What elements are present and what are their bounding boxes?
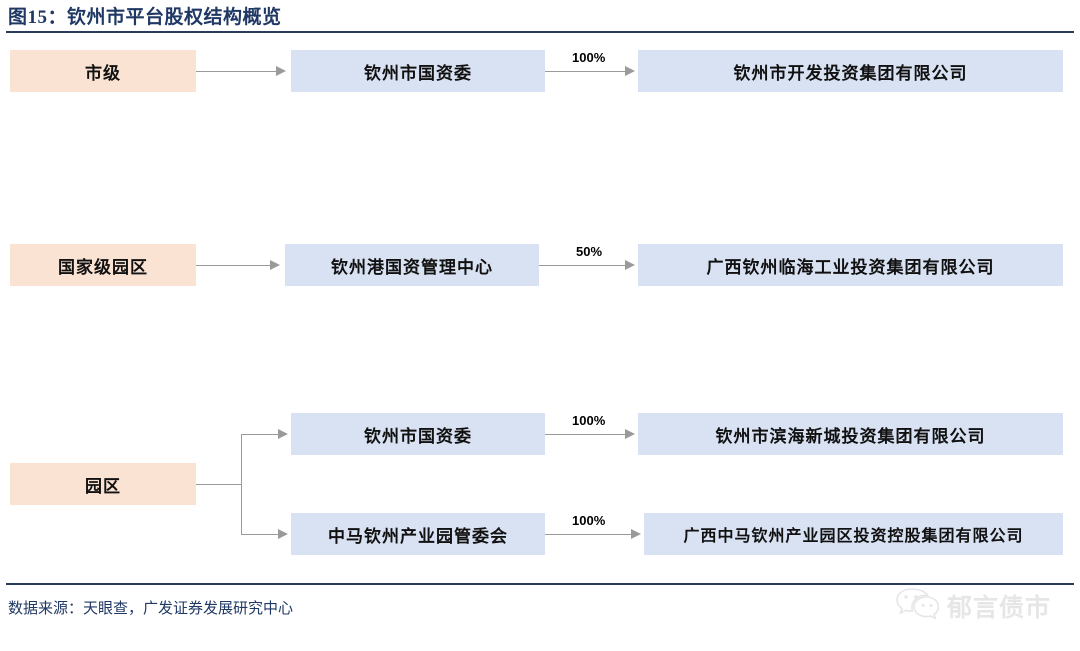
stake-label-r3-a: 100% bbox=[572, 413, 606, 428]
connector-line-r3-branch-bottom bbox=[241, 534, 278, 535]
connector-line-r3-a2 bbox=[545, 434, 625, 435]
company-box-r3-b: 广西中马钦州产业园区投资控股集团有限公司 bbox=[644, 513, 1063, 555]
connector-line-r3-spine bbox=[241, 434, 242, 535]
connector-line-r3-trunk bbox=[196, 484, 242, 485]
arrow-head-r1-a bbox=[276, 66, 286, 76]
connector-line-r3-branch-top bbox=[241, 434, 278, 435]
owner-box-r3-a: 钦州市国资委 bbox=[291, 413, 545, 455]
category-box-national-park: 国家级园区 bbox=[10, 244, 196, 286]
company-box-r1: 钦州市开发投资集团有限公司 bbox=[638, 50, 1063, 92]
connector-line-r3-b2 bbox=[545, 534, 631, 535]
page-title: 图15：钦州市平台股权结构概览 bbox=[8, 7, 282, 28]
owner-box-r3-b: 中马钦州产业园管委会 bbox=[291, 513, 545, 555]
arrow-head-r3-a bbox=[278, 429, 288, 439]
watermark-text: 郁言债市 bbox=[947, 594, 1052, 622]
arrow-head-r3-b bbox=[278, 529, 288, 539]
source-note: 数据来源：天眼查，广发证券发展研究中心 bbox=[8, 601, 294, 617]
wechat-icon bbox=[895, 586, 940, 625]
arrow-head-r3-a2 bbox=[625, 429, 635, 439]
company-box-r3-a: 钦州市滨海新城投资集团有限公司 bbox=[638, 413, 1063, 455]
category-box-municipal: 市级 bbox=[10, 50, 196, 92]
connector-line-r2-a bbox=[196, 265, 270, 266]
owner-box-r1: 钦州市国资委 bbox=[291, 50, 545, 92]
connector-line-r1-b bbox=[545, 71, 625, 72]
connector-line-r2-b bbox=[539, 265, 625, 266]
header-divider bbox=[6, 31, 1074, 33]
arrow-head-r2-b bbox=[625, 260, 635, 270]
arrow-head-r1-b bbox=[625, 66, 635, 76]
footer-divider bbox=[6, 583, 1074, 585]
watermark: 郁言债市 bbox=[895, 586, 1051, 625]
stake-label-r1: 100% bbox=[572, 50, 606, 65]
stake-label-r2: 50% bbox=[576, 244, 603, 259]
category-box-park: 园区 bbox=[10, 463, 196, 505]
company-box-r2: 广西钦州临海工业投资集团有限公司 bbox=[638, 244, 1063, 286]
connector-line-r1-a bbox=[196, 71, 276, 72]
stake-label-r3-b: 100% bbox=[572, 513, 606, 528]
arrow-head-r3-b2 bbox=[631, 529, 641, 539]
owner-box-r2: 钦州港国资管理中心 bbox=[285, 244, 539, 286]
arrow-head-r2-a bbox=[270, 260, 280, 270]
